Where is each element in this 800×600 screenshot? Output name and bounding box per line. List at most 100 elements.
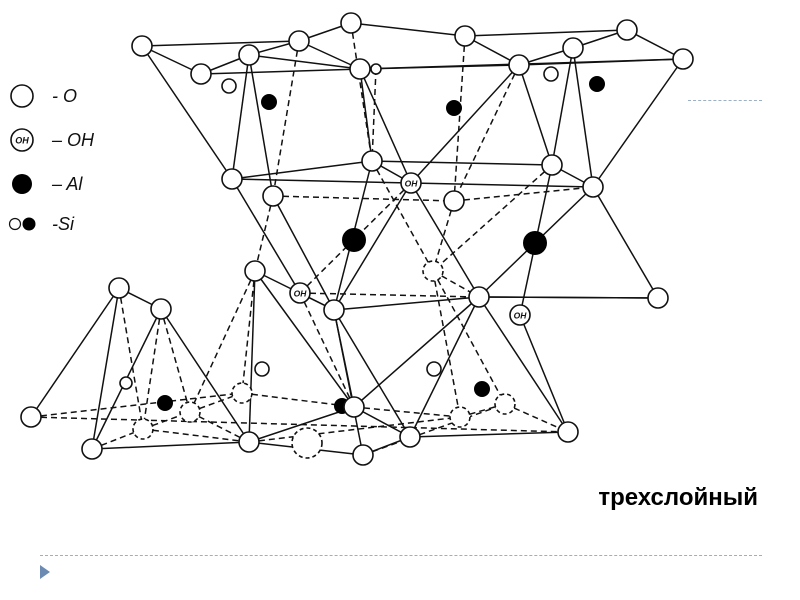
oxygen-atom [238,44,260,66]
hydroxyl-group-icon: OH [10,128,34,152]
bond-line [592,58,684,188]
oxygen-atom [399,426,421,448]
hydroxyl-atom-label: OH [514,311,528,321]
cation-atom [446,100,462,116]
bond-line [478,296,569,433]
bond-line [519,314,569,433]
bond-line [353,296,480,408]
oxygen-atom [616,19,638,41]
legend-item-hydroxyl: OH – OH [8,128,94,152]
hidden-bond-line [248,416,461,443]
hidden-bond-line [272,40,300,197]
hydroxyl-symbol-text: OH [15,136,29,146]
oxygen-atom [422,260,444,282]
hidden-bond-line [371,68,377,162]
legend-item-silicon: -Si [8,212,74,236]
oxygen-atom [288,30,310,52]
bond-line [518,64,553,166]
oxygen-atom [647,287,669,309]
bond-line [409,296,480,438]
cation-atom [589,76,605,92]
oxygen-atom [231,382,253,404]
slide-bullet-icon [40,565,50,579]
oxygen-atom [454,25,476,47]
hidden-bond-line [432,270,506,405]
bond-line [333,296,480,311]
bond-line [141,45,202,75]
oxygen-atom [244,260,266,282]
oxygen-atom [150,298,172,320]
hydroxyl-atom [400,172,422,194]
bond-line [359,68,412,184]
oxygen-atom [672,48,694,70]
oxygen-atom [557,421,579,443]
legend-item-aluminum: – Al [8,172,82,196]
atom-layer: OH OH OH [20,12,694,466]
oxygen-atom [20,406,42,428]
bond-line [248,54,361,70]
aluminum-atom [523,231,547,255]
bond-line [141,45,233,180]
bond-line [91,441,250,450]
hidden-bond-line [142,428,250,443]
oxygen-atom [449,406,471,428]
legend-label-hydroxyl: – OH [52,129,95,150]
hidden-bond-line [299,182,412,294]
hidden-bond-line [189,270,256,413]
hidden-bond-line [432,200,455,272]
oxygen-atom [190,63,212,85]
bond-line [141,40,300,47]
bond-line [410,182,480,298]
legend-item-oxygen: - O [8,84,77,108]
cation-atom [157,395,173,411]
oxygen-atom [543,66,559,82]
cation-atom [474,381,490,397]
oxygen-atom [494,393,516,415]
hidden-bond-line [299,292,355,408]
hidden-bond-line [504,403,569,433]
bond-line [200,58,684,75]
oxygen-atom [426,361,442,377]
bond-line [572,47,594,188]
bond-line [298,40,361,70]
hydroxyl-atom-label: OH [405,179,419,189]
hidden-bond-line [118,287,144,430]
bond-line [248,54,274,197]
hidden-bond-line [254,195,274,272]
oxygen-atom [119,376,133,390]
caption-title: трехслойный [598,484,758,511]
oxygen-atom [361,150,383,172]
oxygen-atom [468,286,490,308]
oxygen-atom [238,431,260,453]
hidden-bond-line [371,160,434,272]
bond-line [30,287,120,418]
hidden-bond-line [241,270,256,394]
oxygen-atom [323,299,345,321]
oxygen-atom [254,361,270,377]
oxygen-atom [349,58,371,80]
hidden-bond-line [189,411,250,443]
divider-line-bottom [40,555,762,556]
oxygen-atom [562,37,584,59]
bond-line [371,160,553,166]
oxygen-atom [131,35,153,57]
bond-line [231,160,373,180]
oxygen-atom [262,185,284,207]
bond-lines [30,22,684,456]
bond-line [410,182,594,188]
oxygen-atom [582,176,604,198]
cation-atom [261,94,277,110]
legend-label-oxygen: - O [52,85,77,106]
hidden-bond-line [272,195,455,202]
bond-line [551,47,574,166]
silicon-atom-icon [8,217,36,231]
hidden-bond-line [362,403,506,456]
bond-line [248,270,256,443]
hidden-bond-line [160,308,191,413]
oxygen-atom [132,418,154,440]
oxygen-atom [352,444,374,466]
hydroxyl-atom-label: OH [294,289,308,299]
bond-line [91,287,120,450]
bond-line [333,182,412,311]
